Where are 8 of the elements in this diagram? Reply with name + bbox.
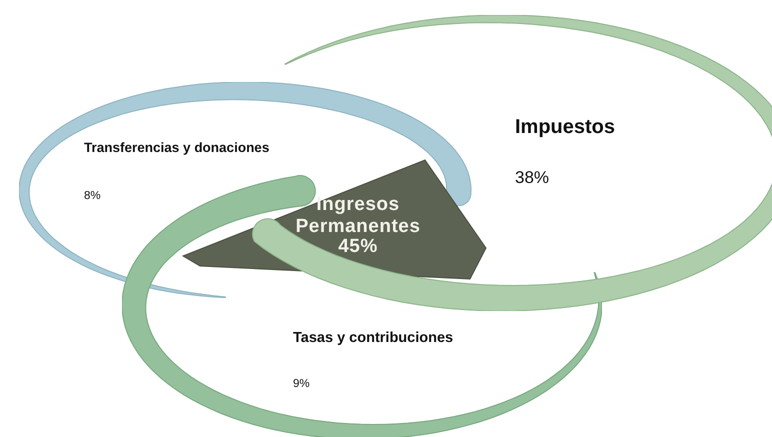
segment-heading: Impuestos: [515, 116, 616, 139]
segment-heading: Transferencias y donaciones: [84, 140, 270, 156]
percentage-label: 9%: [293, 378, 311, 392]
percentage-label: 8%: [84, 190, 102, 204]
percentage-label: 45%: [337, 236, 379, 258]
percentage-label: 38%: [515, 168, 550, 188]
segment-heading: Tasas y contribuciones: [293, 330, 454, 347]
center-title: Ingresos Permanentes: [294, 194, 422, 238]
